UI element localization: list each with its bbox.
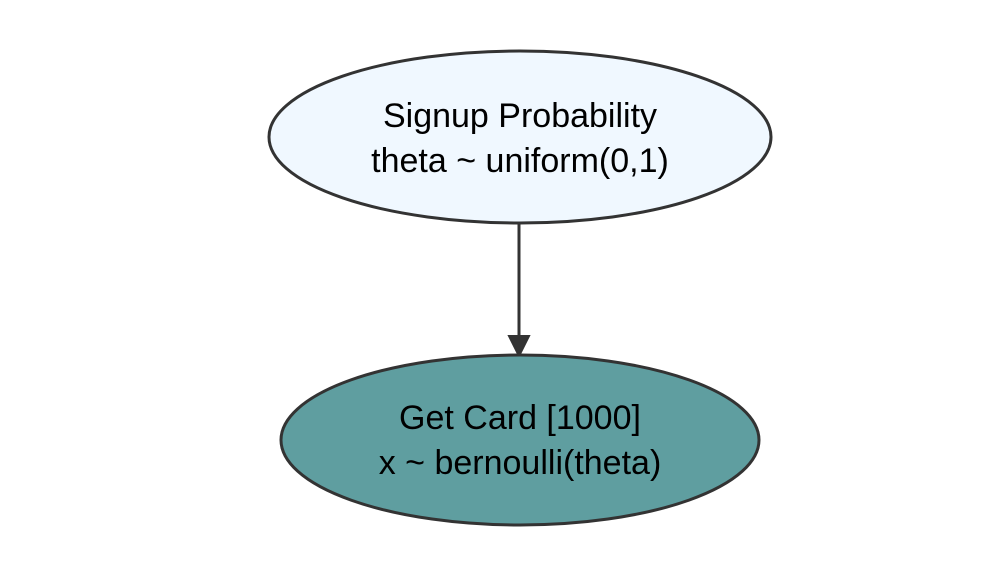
edge-arrowhead	[507, 335, 531, 359]
node-get-card: Get Card [1000] x ~ bernoulli(theta)	[279, 353, 761, 527]
node-get-card-title: Get Card [1000]	[399, 399, 641, 437]
node-get-card-distribution: x ~ bernoulli(theta)	[379, 444, 662, 482]
node-signup-probability: Signup Probability theta ~ uniform(0,1)	[267, 49, 773, 225]
node-signup-probability-distribution: theta ~ uniform(0,1)	[371, 142, 669, 180]
node-signup-probability-shape	[267, 49, 773, 225]
node-get-card-shape	[279, 353, 761, 527]
node-signup-probability-title: Signup Probability	[383, 97, 657, 135]
